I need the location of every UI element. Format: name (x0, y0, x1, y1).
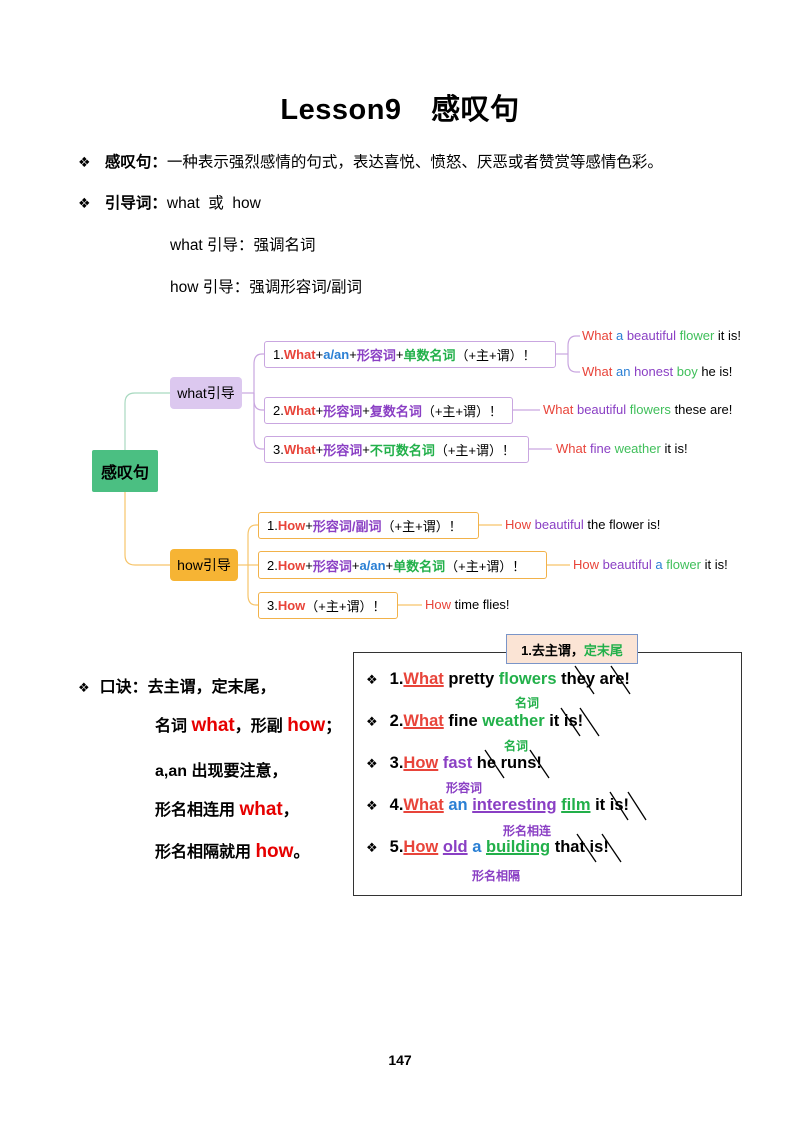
mnemonic-line-1: ❖口诀：去主谓，定末尾， (78, 679, 276, 696)
guide-line: ❖ 引导词：what 或 how (78, 191, 261, 213)
what-rule-3: 3.What+形容词+不可数名词（+主+谓）！ (264, 436, 529, 463)
annotation-adj-noun-adjacent: 形名相连 (503, 824, 552, 838)
strike-marks (484, 665, 647, 863)
mnemonic-line-5: 形名相隔就用 how。 (155, 841, 310, 862)
example-sentence-5: ❖5.How old a building that is! (366, 838, 609, 856)
mindmap-how-branch: how引导 (170, 549, 238, 581)
mnemonic-line-2: 名词 what，形副 how； (155, 715, 342, 736)
how-rule-3: 3.How（+主+谓）！ (258, 592, 398, 619)
how-guide-text: how 引导：强调形容词/副词 (170, 279, 363, 296)
mnemonic-line-3: a,an 出现要注意， (155, 763, 288, 780)
mnemonic-line-4: 形名相连用 what， (155, 799, 299, 820)
annotation-noun-1: 名词 (515, 696, 540, 710)
example-sentence-4: ❖4.What an interesting film it is! (366, 796, 630, 814)
diamond-bullet-icon: ❖ (366, 756, 378, 771)
diamond-bullet-icon: ❖ (78, 154, 91, 170)
example-sentence-3: ❖3.How fast he runs! (366, 754, 542, 772)
diamond-bullet-icon: ❖ (78, 195, 91, 211)
example-box-tab: 1.去主谓，定末尾 (506, 634, 638, 664)
example-sentence-1: ❖1.What pretty flowers they are! (366, 670, 630, 688)
definition-text: 一种表示强烈感情的句式，表达喜悦、愤怒、厌恶或者赞赏等感情色彩。 (166, 154, 663, 171)
example-what-1b: What an honest boy he is! (582, 364, 733, 379)
annotation-noun-2: 名词 (504, 739, 529, 753)
diamond-bullet-icon: ❖ (366, 714, 378, 729)
diamond-bullet-icon: ❖ (366, 840, 378, 855)
diamond-bullet-icon: ❖ (366, 798, 378, 813)
mindmap-root: 感叹句 (92, 450, 158, 492)
page-title: Lesson9 感叹句 (280, 94, 520, 126)
what-guide-text: what 引导：强调名词 (170, 237, 316, 254)
guide-text: what 或 how (166, 195, 261, 212)
example-sentence-2: ❖2.What fine weather it is! (366, 712, 584, 730)
mindmap-what-branch: what引导 (170, 377, 242, 409)
example-how-3: How time flies! (425, 597, 510, 612)
definition-label: 感叹句： (104, 154, 167, 171)
how-rule-2: 2.How+形容词+a/an+单数名词（+主+谓）！ (258, 551, 547, 579)
example-how-2: How beautiful a flower it is! (573, 557, 728, 572)
example-how-1: How beautiful the flower is! (505, 517, 661, 532)
example-what-2: What beautiful flowers these are! (543, 402, 733, 417)
how-rule-1: 1.How+形容词/副词（+主+谓）！ (258, 512, 479, 539)
diamond-bullet-icon: ❖ (78, 680, 90, 695)
definition-line: ❖ 感叹句：一种表示强烈感情的句式，表达喜悦、愤怒、厌恶或者赞赏等感情色彩。 (78, 150, 663, 172)
what-rule-2: 2.What+形容词+复数名词（+主+谓）！ (264, 397, 513, 424)
example-what-3: What fine weather it is! (556, 441, 688, 456)
mindmap-connectors (124, 335, 580, 606)
annotation-adj-noun-separated: 形名相隔 (472, 869, 521, 883)
diamond-bullet-icon: ❖ (366, 672, 378, 687)
annotation-adjective: 形容词 (446, 781, 483, 795)
what-rule-1: 1.What+a/an+形容词+单数名词（+主+谓）！ (264, 341, 556, 368)
guide-label: 引导词： (104, 195, 167, 212)
page-number: 147 (388, 1052, 412, 1068)
example-what-1a: What a beautiful flower it is! (582, 328, 742, 343)
